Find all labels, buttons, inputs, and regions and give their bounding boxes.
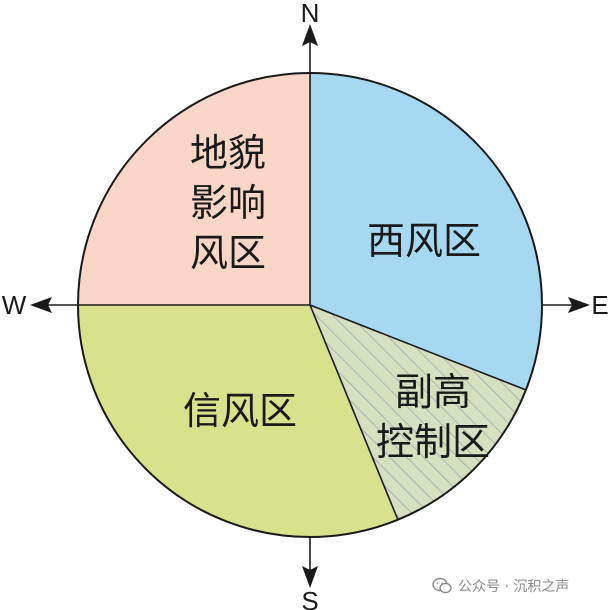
sector-subtropical-high-hatch [310, 305, 526, 520]
zone-label-subtropical-high-line-1: 副高 [395, 370, 471, 414]
sector-terrain-zone [78, 73, 310, 305]
arrow-south-icon [302, 566, 318, 588]
direction-label-north: N [301, 0, 320, 28]
zone-label-terrain-line-2: 影响 [190, 181, 266, 225]
zone-label-subtropical-high-line-2: 控制区 [376, 420, 490, 464]
arrow-west-icon [30, 297, 52, 313]
zone-label-west-wind: 西风区 [367, 219, 481, 263]
zone-label-terrain-line-1: 地貌 [190, 131, 266, 175]
boundary-east-southeast [309, 304, 527, 391]
zone-label-trade-wind: 信风区 [183, 389, 297, 433]
direction-label-west: W [2, 290, 27, 320]
boundary-south-southeast [309, 304, 399, 521]
direction-label-east: E [591, 290, 608, 320]
arrow-north-icon [302, 24, 318, 46]
zone-label-terrain-line-3: 风区 [190, 231, 266, 275]
watermark-text: 公众号 · 沉积之声 [458, 579, 570, 595]
arrow-east-icon [568, 297, 590, 313]
watermark: 公众号 · 沉积之声 [432, 575, 608, 597]
direction-label-south: S [301, 586, 318, 610]
wechat-icon [432, 577, 452, 594]
